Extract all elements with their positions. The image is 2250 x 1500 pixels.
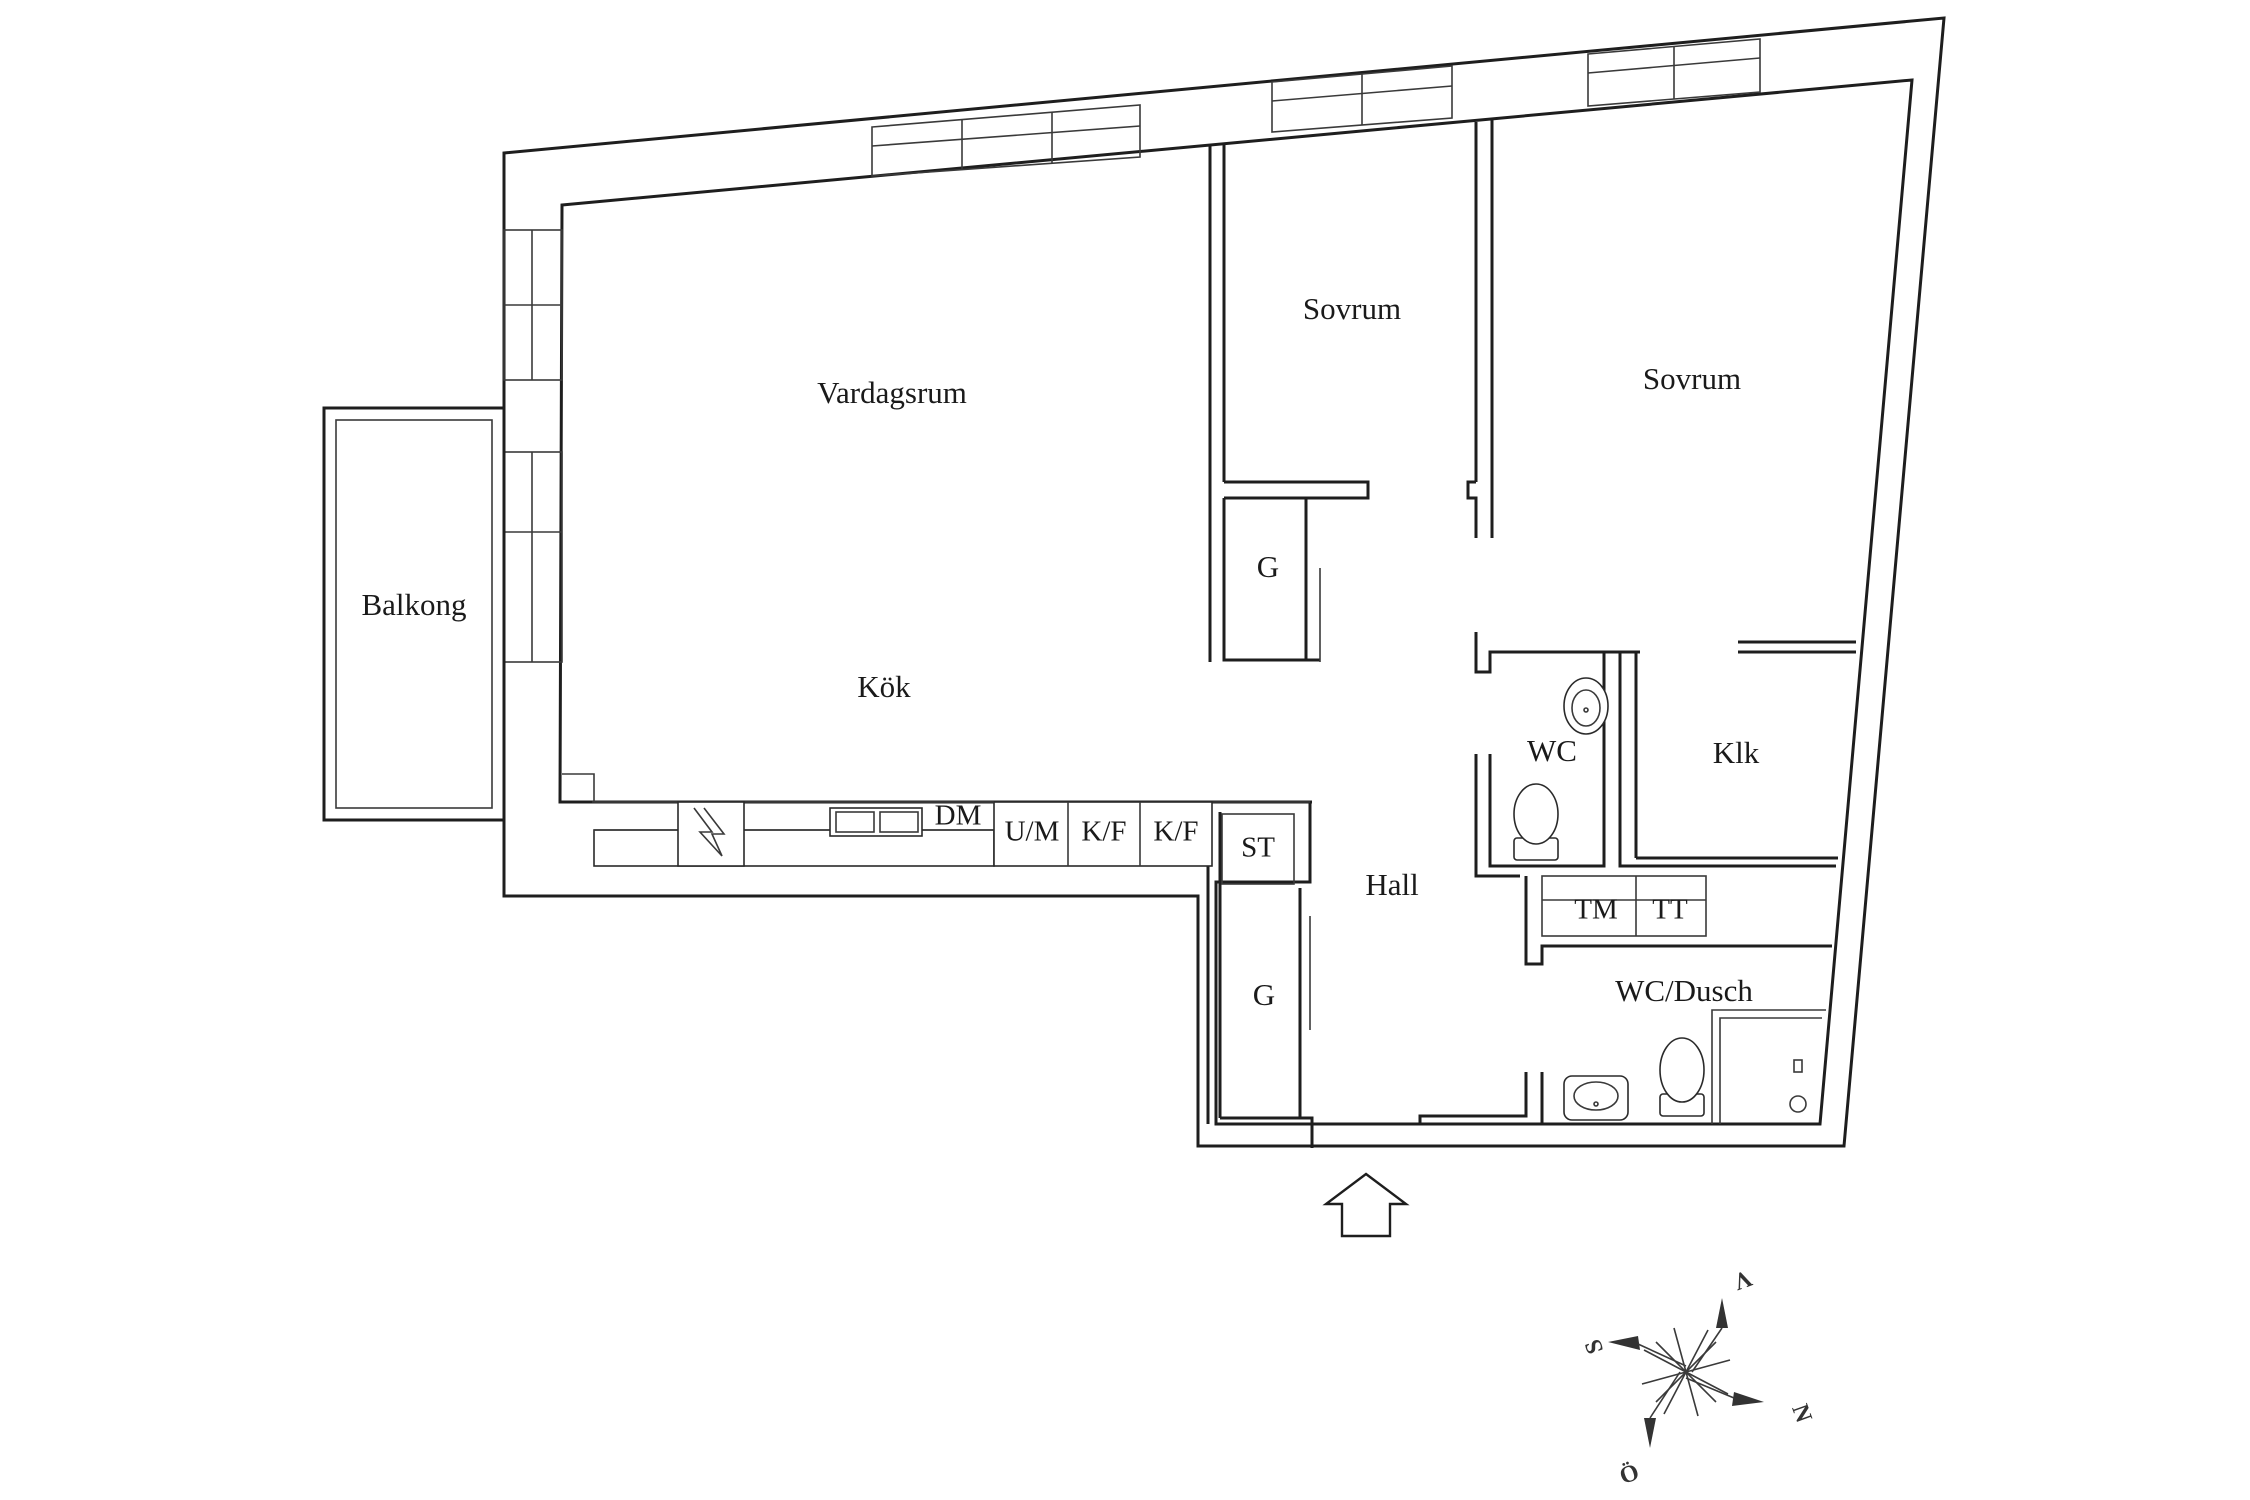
room-label-balkong: Balkong — [361, 587, 466, 622]
appliance-label-um: U/M — [1005, 816, 1060, 848]
windows-top — [871, 38, 1761, 177]
compass-needle-v — [1716, 1298, 1728, 1328]
wc-toilet-icon — [1513, 783, 1559, 861]
room-label-garderob-1: G — [1257, 549, 1279, 584]
room-label-klk: Klk — [1713, 735, 1760, 770]
room-label-kok: Kök — [857, 669, 911, 704]
appliance-label-st: ST — [1241, 832, 1275, 864]
compass-letter-v: V — [1729, 1264, 1755, 1295]
shower-drain-icon — [1789, 1059, 1807, 1113]
appliance-label-tt: TT — [1652, 894, 1688, 926]
compass-letter-s: S — [1580, 1336, 1609, 1357]
stove-icon — [677, 801, 745, 867]
appliance-label-kf-1: K/F — [1081, 816, 1126, 848]
compass-needle-n — [1732, 1392, 1764, 1406]
bathroom-sink-icon — [1563, 1075, 1629, 1121]
compass-needle-o — [1644, 1418, 1656, 1448]
kitchen-sink-icon — [829, 807, 923, 837]
room-label-sovrum-2: Sovrum — [1643, 361, 1741, 396]
room-label-vardagsrum: Vardagsrum — [817, 375, 967, 410]
bathroom-toilet-icon — [1659, 1037, 1705, 1117]
appliance-label-kf-2: K/F — [1153, 816, 1198, 848]
room-label-wc: WC — [1527, 733, 1577, 768]
room-label-hall: Hall — [1365, 867, 1418, 902]
room-label-garderob-2: G — [1253, 977, 1275, 1012]
kitchen-counter — [562, 773, 1310, 867]
room-label-wc-dusch: WC/Dusch — [1615, 973, 1753, 1008]
interior-walls — [1206, 120, 1856, 1148]
windows-left — [503, 229, 563, 663]
compass-letter-n: N — [1786, 1401, 1817, 1427]
appliance-label-tm: TM — [1574, 894, 1618, 926]
room-label-sovrum-1: Sovrum — [1303, 291, 1401, 326]
balcony — [322, 406, 506, 822]
compass-needle-s — [1608, 1336, 1640, 1350]
entrance-arrow-icon — [1322, 1172, 1410, 1238]
compass-letter-o: Ö — [1616, 1459, 1642, 1490]
appliance-label-dm: DM — [935, 800, 982, 832]
compass-rose-icon — [1608, 1298, 1764, 1448]
wc-sink-icon — [1563, 677, 1609, 735]
